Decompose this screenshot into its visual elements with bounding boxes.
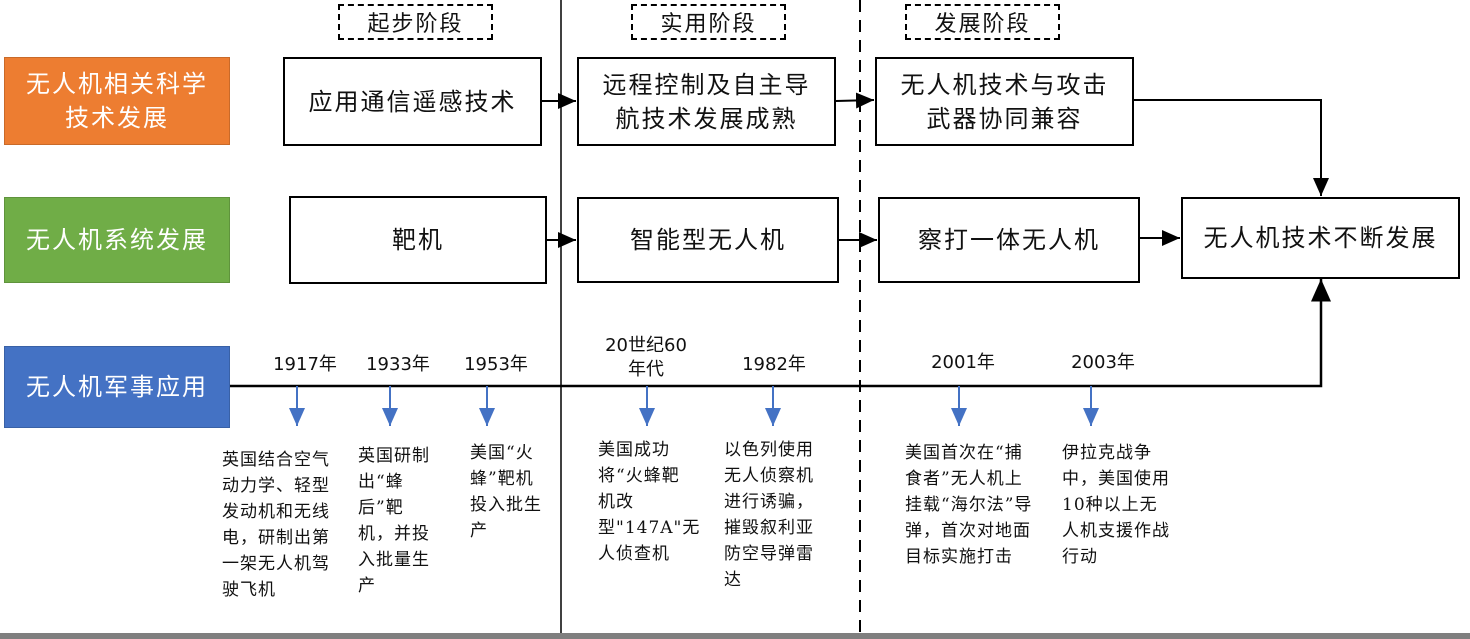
event-desc-1953: 美国“火蜂”靶机投入批生产 (470, 443, 542, 541)
system-box-target-drone: 靶机 (289, 196, 547, 284)
stage-label-development: 发展阶段 (905, 4, 1060, 40)
arrow-science-2 (835, 92, 875, 109)
year-1933: 1933年 (366, 354, 430, 375)
year-1982: 1982年 (742, 354, 806, 375)
system-box-smart-uav: 智能型无人机 (577, 197, 839, 283)
year-2001: 2001年 (931, 352, 995, 373)
event-desc-1982: 以色列使用无人侦察机进行诱骗，摧毁叙利亚防空导弹雷达 (724, 440, 814, 590)
stage-label-practical: 实用阶段 (631, 4, 786, 40)
event-desc-1933: 英国研制出“蜂后”靶机，并投入批量生产 (358, 446, 430, 596)
year-1917: 1917年 (273, 354, 337, 375)
arrow-science-to-result (1134, 99, 1329, 196)
system-box-strike-uav: 察打一体无人机 (878, 197, 1140, 283)
year-2003: 2003年 (1071, 352, 1135, 373)
event-desc-1960s: 美国成功将“火蜂靶机改型"147A"无人侦查机 (598, 440, 701, 564)
year-1953: 1953年 (464, 354, 528, 375)
event-desc-2003: 伊拉克战争中，美国使用10种以上无人机支援作战行动 (1062, 443, 1170, 567)
timeline-line (230, 279, 1331, 388)
science-box-weapon-integration: 无人机技术与攻击武器协同兼容 (875, 57, 1134, 146)
stage-label-start: 起步阶段 (338, 4, 493, 40)
science-box-remote-control: 远程控制及自主导航技术发展成熟 (577, 57, 836, 146)
row-label-system: 无人机系统发展 (4, 197, 230, 283)
row-label-military: 无人机军事应用 (4, 346, 230, 428)
event-desc-1917: 英国结合空气动力学、轻型发动机和无线电，研制出第一架无人机驾驶飞机 (222, 450, 330, 600)
year-1960s: 20世纪60年代 (605, 335, 687, 380)
result-box: 无人机技术不断发展 (1181, 197, 1460, 279)
event-desc-2001: 美国首次在“捕食者”无人机上挂载“海尔法”导弹，首次对地面目标实施打击 (905, 443, 1033, 567)
bottom-border (0, 633, 1470, 639)
science-box-comm-remote-sensing: 应用通信遥感技术 (283, 57, 542, 146)
row-label-science: 无人机相关科学技术发展 (4, 57, 230, 145)
